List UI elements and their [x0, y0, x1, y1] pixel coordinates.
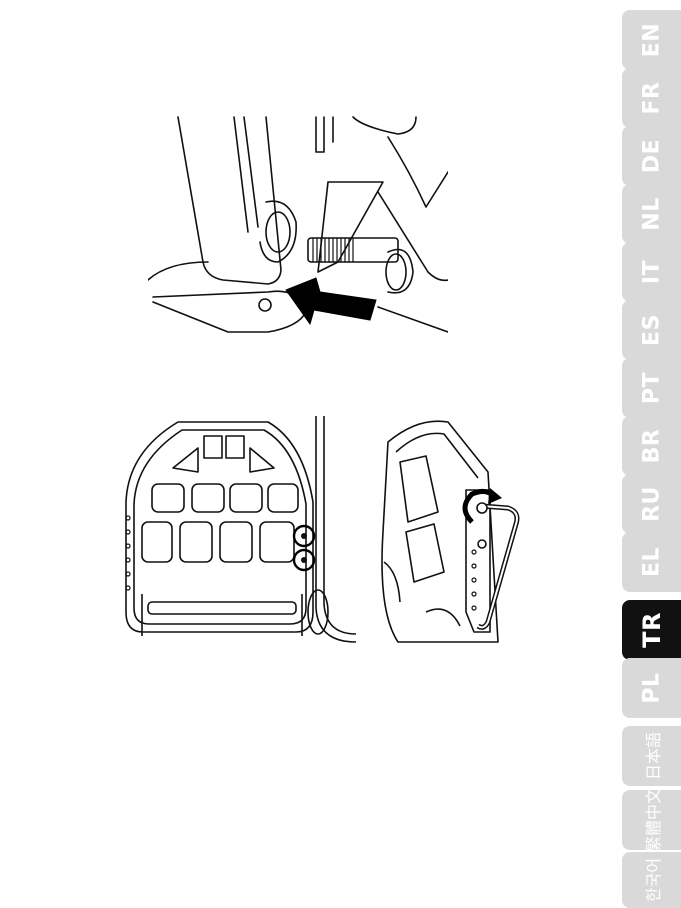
language-tab-label: EN	[639, 23, 664, 57]
language-tab-tr[interactable]: TR	[622, 600, 681, 660]
language-tab-pl[interactable]: PL	[622, 658, 681, 718]
language-tab-en[interactable]: EN	[622, 10, 681, 70]
language-tab-label: RU	[639, 486, 664, 522]
language-tab-it[interactable]: IT	[622, 242, 681, 302]
language-tab-label: TR	[638, 612, 666, 648]
language-tab-nl[interactable]: NL	[622, 184, 681, 244]
language-tab-ru[interactable]: RU	[622, 474, 681, 534]
language-tab-label: FR	[639, 82, 664, 115]
hex-key-icon	[478, 506, 517, 627]
language-tab-label: NL	[639, 197, 664, 230]
language-tab-pt[interactable]: PT	[622, 358, 681, 418]
hex-key-tightening-illustration	[378, 412, 538, 648]
language-tab-de[interactable]: DE	[622, 126, 681, 186]
screw-icon	[301, 557, 307, 563]
screw-icon	[301, 533, 307, 539]
language-tab-ja[interactable]: 日本語	[622, 726, 681, 786]
pedal-grip-cells	[142, 484, 298, 562]
language-tab-label: IT	[639, 260, 664, 284]
language-tab-br[interactable]: BR	[622, 416, 681, 476]
pedal-arm	[316, 416, 356, 642]
language-tab-strip: EN FR DE NL IT ES PT BR RU EL TR PL 日本語 …	[622, 0, 681, 908]
language-tab-es[interactable]: ES	[622, 300, 681, 360]
left-bracket-outline	[178, 117, 281, 284]
language-tab-label: ES	[639, 314, 664, 346]
language-tab-label: 한국어	[640, 858, 664, 902]
language-tab-fr[interactable]: FR	[622, 68, 681, 128]
language-tab-label: BR	[639, 429, 664, 464]
language-tab-label: 繁體中文	[640, 788, 664, 852]
insert-direction-arrow	[286, 278, 376, 324]
right-plate-outline	[318, 182, 383, 272]
language-tab-ko[interactable]: 한국어	[622, 852, 681, 908]
language-tab-label: 日本語	[640, 732, 664, 780]
screw-highlight-circles	[294, 526, 314, 570]
language-tab-label: DE	[639, 139, 664, 173]
axle-insertion-illustration	[148, 112, 448, 342]
language-tab-el[interactable]: EL	[622, 532, 681, 592]
base-outline	[153, 291, 306, 332]
pedal-plate-illustration	[118, 412, 358, 648]
language-tab-zh[interactable]: 繁體中文	[622, 790, 681, 850]
language-tab-label: PT	[639, 372, 664, 404]
pedal-bottom-bar	[148, 602, 296, 614]
language-tab-label: EL	[639, 547, 664, 577]
language-tab-label: PL	[639, 672, 664, 703]
